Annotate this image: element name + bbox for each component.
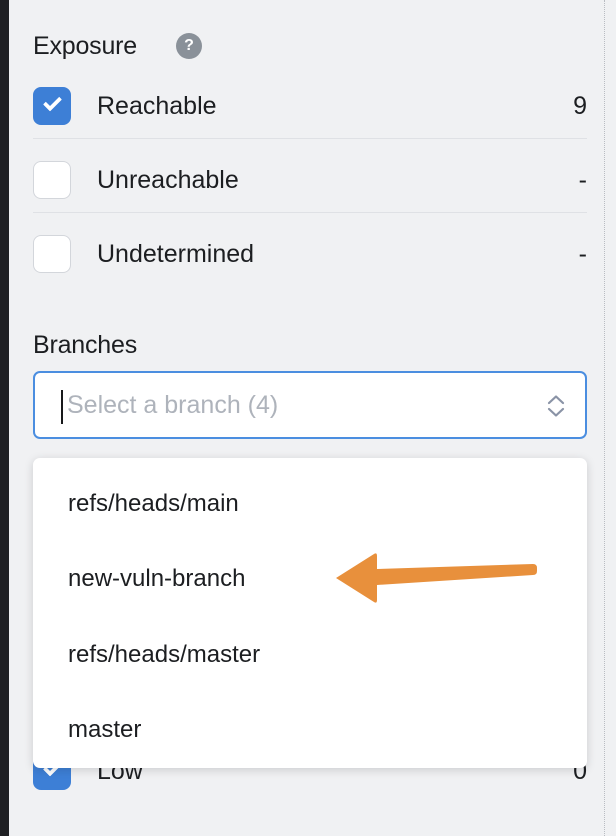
- branch-option-refs-heads-main[interactable]: refs/heads/main: [68, 490, 239, 517]
- checkmark-icon: [42, 92, 63, 112]
- branch-dropdown-list: refs/heads/main new-vuln-branch refs/hea…: [33, 458, 587, 768]
- exposure-count-reachable: 9: [573, 92, 587, 120]
- exposure-checkbox-reachable[interactable]: [33, 87, 71, 125]
- exposure-row-undetermined[interactable]: Undetermined -: [33, 226, 587, 282]
- exposure-row-reachable[interactable]: Reachable 9: [33, 78, 587, 134]
- chevron-up-down-icon[interactable]: [545, 393, 567, 419]
- text-caret: [61, 390, 63, 424]
- divider: [33, 212, 587, 213]
- branches-section-title: Branches: [33, 331, 138, 359]
- branch-select-placeholder: Select a branch (4): [67, 391, 279, 419]
- branch-option-master[interactable]: master: [68, 716, 142, 743]
- exposure-section-title: Exposure: [33, 32, 138, 60]
- exposure-label-reachable: Reachable: [97, 92, 217, 120]
- right-edge-guide: [604, 0, 605, 836]
- exposure-count-undetermined: -: [578, 240, 587, 268]
- exposure-row-unreachable[interactable]: Unreachable -: [33, 152, 587, 208]
- exposure-checkbox-undetermined[interactable]: [33, 235, 71, 273]
- exposure-count-unreachable: -: [578, 166, 587, 194]
- exposure-label-undetermined: Undetermined: [97, 240, 255, 268]
- branch-select-input[interactable]: Select a branch (4): [33, 371, 587, 439]
- divider: [33, 138, 587, 139]
- exposure-checkbox-unreachable[interactable]: [33, 161, 71, 199]
- branch-option-refs-heads-master[interactable]: refs/heads/master: [68, 641, 261, 668]
- filters-panel: Exposure ? Reachable 9 Unreachable - Und…: [9, 0, 604, 836]
- exposure-label-unreachable: Unreachable: [97, 166, 239, 194]
- window-edge-bar: [0, 0, 9, 836]
- help-circle-icon[interactable]: ?: [176, 33, 202, 59]
- branch-option-new-vuln-branch[interactable]: new-vuln-branch: [68, 565, 246, 592]
